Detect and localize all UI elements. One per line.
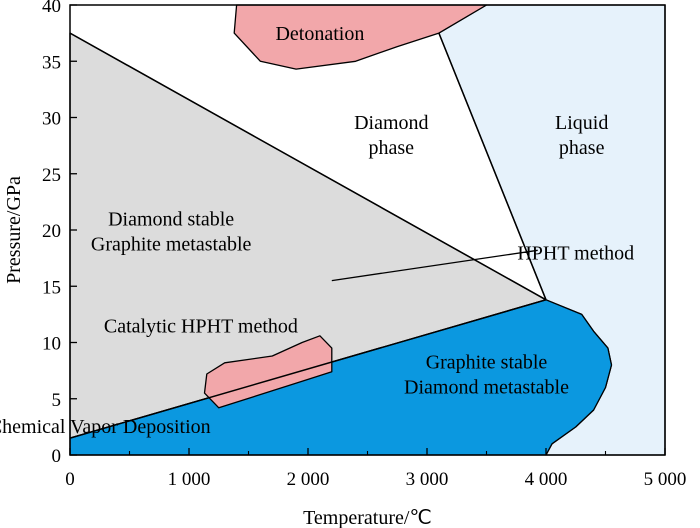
diamond-liquid-line [438, 32, 547, 301]
liquid-label: phase [559, 137, 605, 159]
y-tick-label: 25 [42, 165, 61, 186]
x-tick-label: 0 [65, 469, 75, 490]
boundary-lines-layer [69, 32, 547, 439]
graphite-stable-label: Diamond metastable [404, 377, 569, 399]
regions-layer [69, 4, 666, 456]
ticks-layer: 0 1 000 2 000 3 000 4 000 5 000 0 5 10 15 20 25 30 35… [42, 0, 686, 490]
y-tick-label: 15 [42, 277, 61, 298]
diamond-stable-label: Diamond stable [108, 209, 234, 231]
diamond-limit-line [69, 32, 547, 301]
graphite-stable-label: Graphite stable [426, 352, 548, 374]
y-tick-label: 0 [52, 446, 62, 467]
x-tick-label: 2 000 [287, 469, 330, 490]
x-tick-label: 5 000 [644, 469, 687, 490]
x-tick-label: 1 000 [168, 469, 211, 490]
liquid-label: Liquid [555, 112, 608, 134]
diamond-phase-label: Diamond [354, 112, 428, 134]
hpht-method-leader-line [331, 249, 538, 282]
x-axis-title: Temperature/℃ [303, 507, 432, 528]
x-tick-label: 3 000 [406, 469, 449, 490]
detonation-region [233, 4, 488, 70]
diamond-phase-label: phase [369, 137, 415, 159]
hpht-method-label: HPHT method [517, 243, 634, 265]
y-tick-label: 10 [42, 334, 61, 355]
diamond-stable-label: Graphite metastable [91, 234, 252, 256]
catalytic-hpht-label: Catalytic HPHT method [104, 316, 298, 338]
y-tick-label: 30 [42, 109, 61, 130]
graphite-diamond-line [69, 299, 547, 439]
x-tick-label: 4 000 [525, 469, 568, 490]
y-axis-title: Pressure/GPa [3, 176, 25, 284]
cvd-label: Chemical Vapor Deposition [0, 416, 211, 438]
y-tick-label: 35 [42, 52, 61, 73]
y-tick-label: 5 [52, 390, 62, 411]
y-tick-label: 20 [42, 221, 61, 242]
y-tick-label: 40 [42, 0, 61, 17]
detonation-label: Detonation [275, 23, 364, 45]
